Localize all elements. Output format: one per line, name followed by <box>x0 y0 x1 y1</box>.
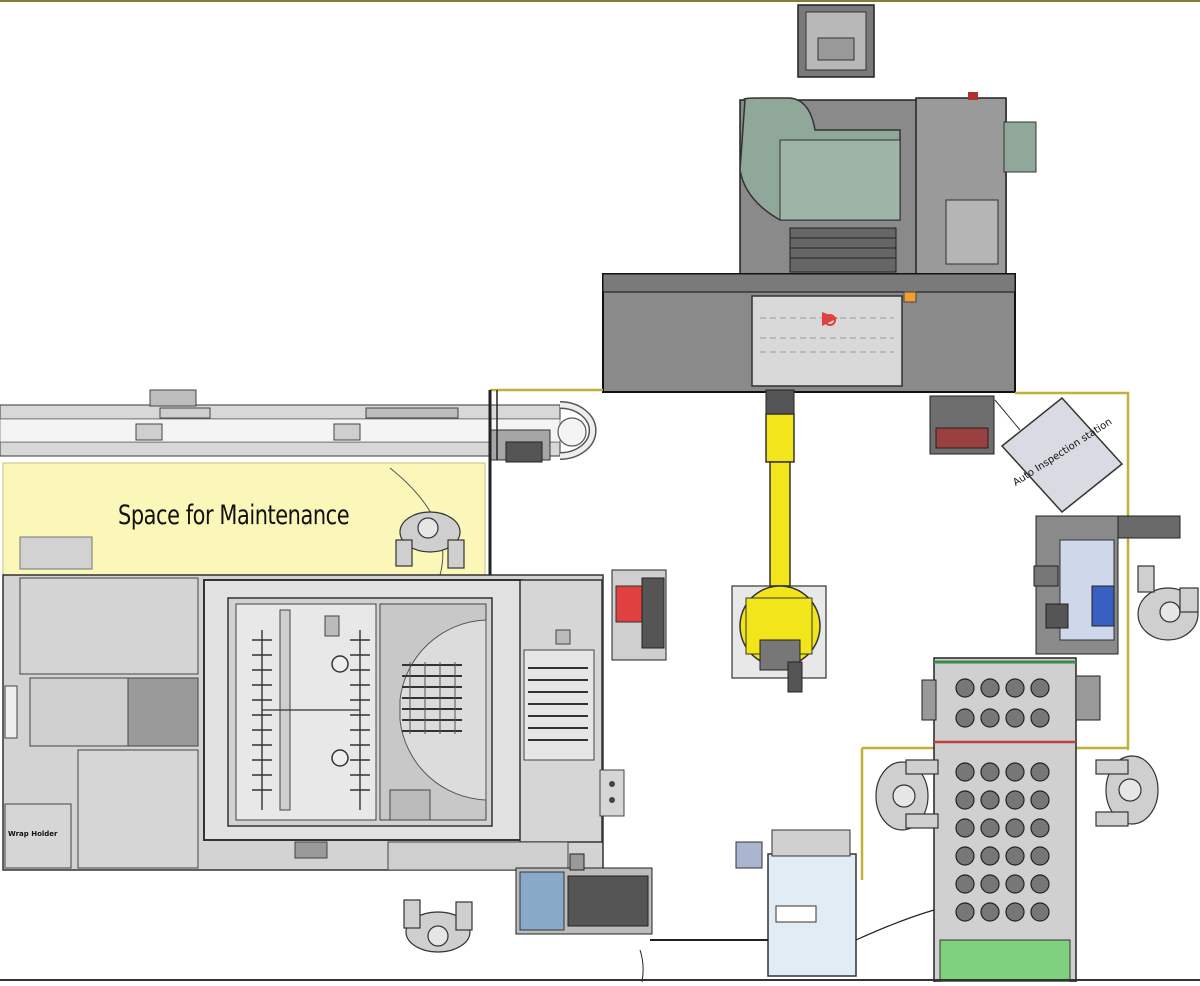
operator-icon <box>395 511 465 569</box>
control-cabinet <box>639 829 935 983</box>
main-press-machine <box>2 574 625 871</box>
feeder-unit <box>515 853 653 935</box>
part-rack <box>921 657 1101 983</box>
top-machining-center <box>602 4 1037 455</box>
robot-arm-icon <box>731 389 827 693</box>
fixture-station <box>611 569 667 661</box>
inspection-station <box>1000 396 1124 514</box>
operator-icon <box>403 899 473 953</box>
right-assembly-station <box>1033 515 1181 655</box>
operator-icon <box>875 759 939 831</box>
maintenance-space-label: Space for Maintenance <box>118 500 350 531</box>
operator-icon <box>1095 755 1159 827</box>
maintenance-panel <box>19 536 93 570</box>
wrap-holder-label: Wrap Holder <box>8 830 58 838</box>
operator-icon <box>1137 565 1199 641</box>
conveyor <box>0 389 597 463</box>
